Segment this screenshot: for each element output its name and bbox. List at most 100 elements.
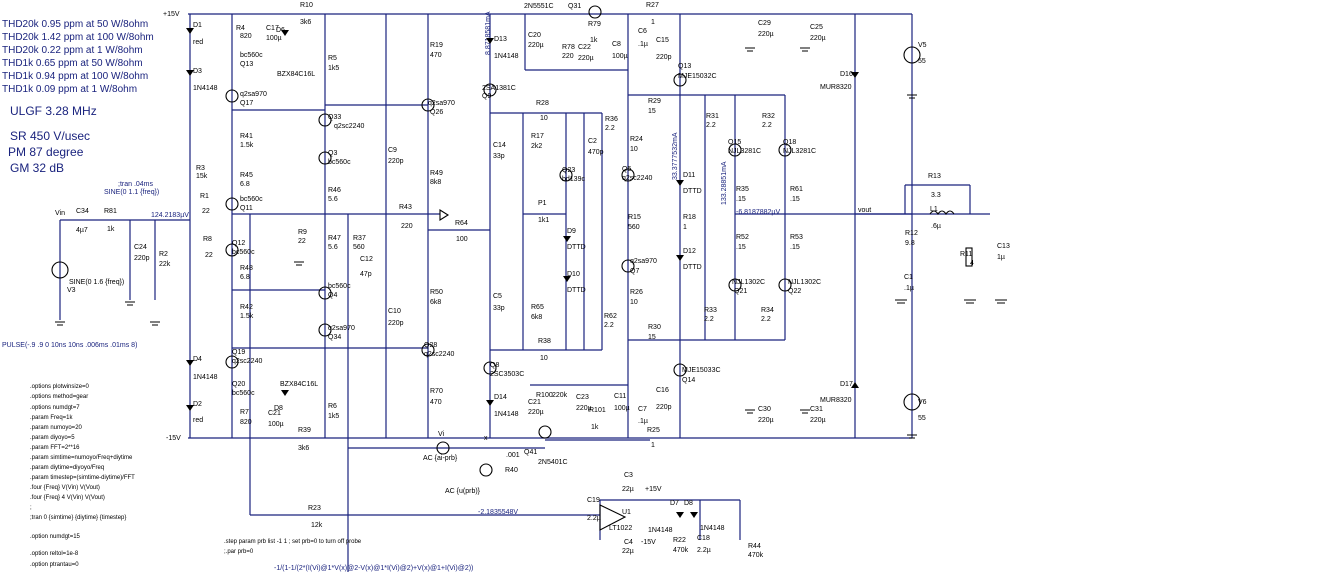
component-value: 220p	[656, 54, 672, 61]
component-value: 470	[430, 52, 442, 59]
component-value: 100	[456, 236, 468, 243]
component-ref: Q23	[562, 167, 575, 174]
component-ref: Q33	[328, 114, 341, 121]
component-value: 1k	[591, 424, 599, 431]
component-value: 220µ	[578, 55, 594, 62]
component-ref: R39	[298, 427, 311, 434]
spice-directives: .options plotwinsize=0 .options method=g…	[30, 384, 473, 572]
component-ref: R4	[236, 25, 245, 32]
component-ref: R28	[536, 100, 549, 107]
component-value: 470p	[588, 149, 604, 156]
component-value: q2sc2240	[334, 123, 364, 130]
component-ref: D10	[567, 271, 580, 278]
component-value: MUR8320	[820, 84, 852, 91]
component-ref: D7	[670, 500, 679, 507]
component-ref: R42	[240, 304, 253, 311]
component-ref: C1	[904, 274, 913, 281]
component-ref: P1	[538, 200, 547, 207]
component-value: 22µ	[622, 548, 634, 555]
component-ref: R70	[430, 388, 443, 395]
component-ref: R27	[646, 2, 659, 9]
component-value: 100µ	[612, 53, 628, 60]
component-value: 2.2	[604, 322, 614, 329]
component-ref: C7	[638, 406, 647, 413]
component-ref: C31	[810, 406, 823, 413]
component-value: 6.8	[240, 274, 250, 281]
component-value: 22k	[159, 261, 171, 268]
component-value: .1µ	[638, 41, 648, 48]
thd-line: THD20k 1.42 ppm at 100 W/8ohm	[2, 32, 154, 43]
symbols	[51, 5, 1007, 531]
directive-line: .four {Freq} 4 V(Vin) V(Vout)	[30, 495, 105, 501]
component-value: .001	[506, 452, 520, 459]
directive-line: .option numdgt=15	[30, 534, 81, 540]
component-value: q2sc2240	[232, 358, 262, 365]
component-ref: D12	[683, 248, 696, 255]
component-ref: R15	[628, 214, 641, 221]
component-value: 2.2	[605, 125, 615, 132]
servo-node-voltage: -2.1835548V	[478, 509, 518, 516]
component-value: Q14	[682, 377, 695, 384]
component-value: 10	[630, 299, 638, 306]
component-value: 10	[630, 146, 638, 153]
component-value: 820	[240, 419, 252, 426]
component-ref: C29	[758, 20, 771, 27]
component-ref: R10	[300, 2, 313, 9]
component-value: 47p	[360, 271, 372, 278]
component-ref: R79	[588, 21, 601, 28]
component-ref: Q20	[232, 381, 245, 388]
component-value: 3k6	[300, 19, 311, 26]
component-ref: D8	[684, 500, 693, 507]
component-value: 2.2	[706, 122, 716, 129]
component-ref: C25	[810, 24, 823, 31]
component-value: 2.2µ	[697, 547, 711, 554]
component-value: MUR8320	[820, 397, 852, 404]
component-value: DTTD	[567, 244, 586, 251]
vout-net-label: vout	[858, 207, 871, 214]
component-ref: NJL1302C	[788, 279, 821, 286]
component-ref: R8	[203, 236, 212, 243]
component-ref: C18	[697, 535, 710, 542]
vin-net-label: Vin	[55, 210, 65, 217]
component-ref: D3	[193, 68, 202, 75]
component-ref: 2SA1381C	[482, 85, 516, 92]
directive-line: ;	[30, 505, 32, 511]
component-value: 2.2	[704, 316, 714, 323]
component-ref: bc560c	[328, 283, 351, 290]
directive-line: .options method=gear	[30, 394, 88, 400]
component-value: 220p	[134, 255, 150, 262]
component-value: BZX84C16L	[277, 71, 315, 78]
component-value: 220µ	[758, 417, 774, 424]
component-value: 100µ	[266, 35, 282, 42]
component-ref: C30	[758, 406, 771, 413]
component-value: NJL3281C	[783, 148, 816, 155]
component-value: DTTD	[683, 188, 702, 195]
thd-line: THD1k 0.65 ppm at 50 W/8ohm	[2, 58, 143, 69]
component-ref: V5	[918, 42, 927, 49]
component-ref: D11	[683, 172, 695, 179]
component-value: BZX84C16L	[280, 381, 318, 388]
component-ref: Q28	[424, 342, 437, 349]
component-ref: R31	[706, 113, 719, 120]
component-ref: R3	[196, 165, 205, 172]
slew-rate-label: SR 450 V/usec	[10, 129, 90, 143]
component-value: 220	[401, 223, 413, 230]
pulse-spec: PULSE(-.9 .9 0 10ns 10ns .006ms .01ms 8)	[2, 342, 137, 349]
component-ref: C11	[614, 393, 626, 400]
component-value: 1k5	[328, 65, 339, 72]
component-ref: R30	[648, 324, 661, 331]
component-value: Q17	[240, 100, 253, 107]
component-value: 1k	[107, 226, 115, 233]
component-ref: R61	[790, 186, 803, 193]
component-ref: R7	[240, 409, 249, 416]
thd-line: THD1k 0.94 ppm at 100 W/8ohm	[2, 71, 148, 82]
component-ref: C34	[76, 208, 89, 215]
component-value: 1N4148	[648, 527, 673, 534]
component-value: DTTD	[683, 264, 702, 271]
component-value: Q4	[328, 292, 337, 299]
rail-neg-2: -15V	[641, 539, 656, 546]
component-ref: R78	[562, 44, 575, 51]
component-value: 1N4148	[193, 85, 218, 92]
component-ref: Q8	[490, 362, 499, 369]
